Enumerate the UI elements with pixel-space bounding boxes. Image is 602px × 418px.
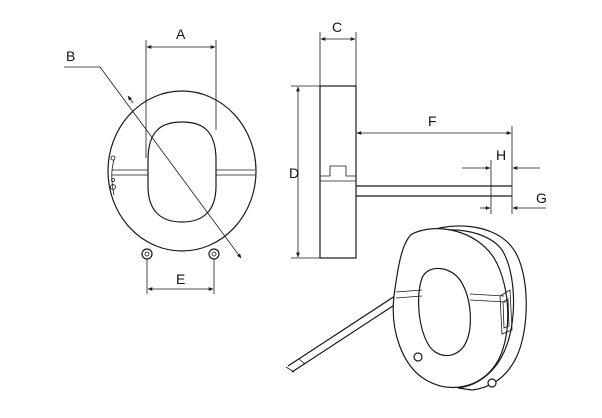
iso-mounting-ear-left [413, 352, 423, 362]
iso-lead-wire-b [291, 299, 403, 373]
iso-lead-wire-a [287, 293, 399, 367]
inner-opening [147, 121, 217, 223]
label-e: E [176, 271, 185, 287]
dimension-e: E [146, 259, 215, 294]
isometric-view [285, 225, 527, 391]
dimension-h: H [462, 147, 540, 186]
label-a: A [176, 26, 186, 42]
dimension-g: G [480, 190, 547, 214]
dimension-d: D [289, 85, 320, 259]
side-view [319, 85, 513, 259]
label-h: H [496, 147, 506, 163]
label-c: C [332, 19, 342, 35]
mounting-ear-left [141, 248, 153, 260]
dimension-f: F [356, 113, 513, 186]
label-d: D [289, 165, 299, 181]
label-b: B [66, 48, 75, 64]
iso-body-side [417, 225, 527, 391]
label-f: F [428, 113, 437, 129]
dimension-a: A [145, 26, 217, 158]
label-g: G [536, 190, 547, 206]
side-body [319, 85, 357, 259]
iso-mounting-ear-right [487, 378, 497, 388]
iso-inner-opening [418, 267, 471, 357]
dimension-c: C [319, 19, 357, 86]
dimension-b: B [64, 48, 242, 259]
front-view [107, 90, 257, 260]
mounting-ear-right [208, 248, 220, 260]
